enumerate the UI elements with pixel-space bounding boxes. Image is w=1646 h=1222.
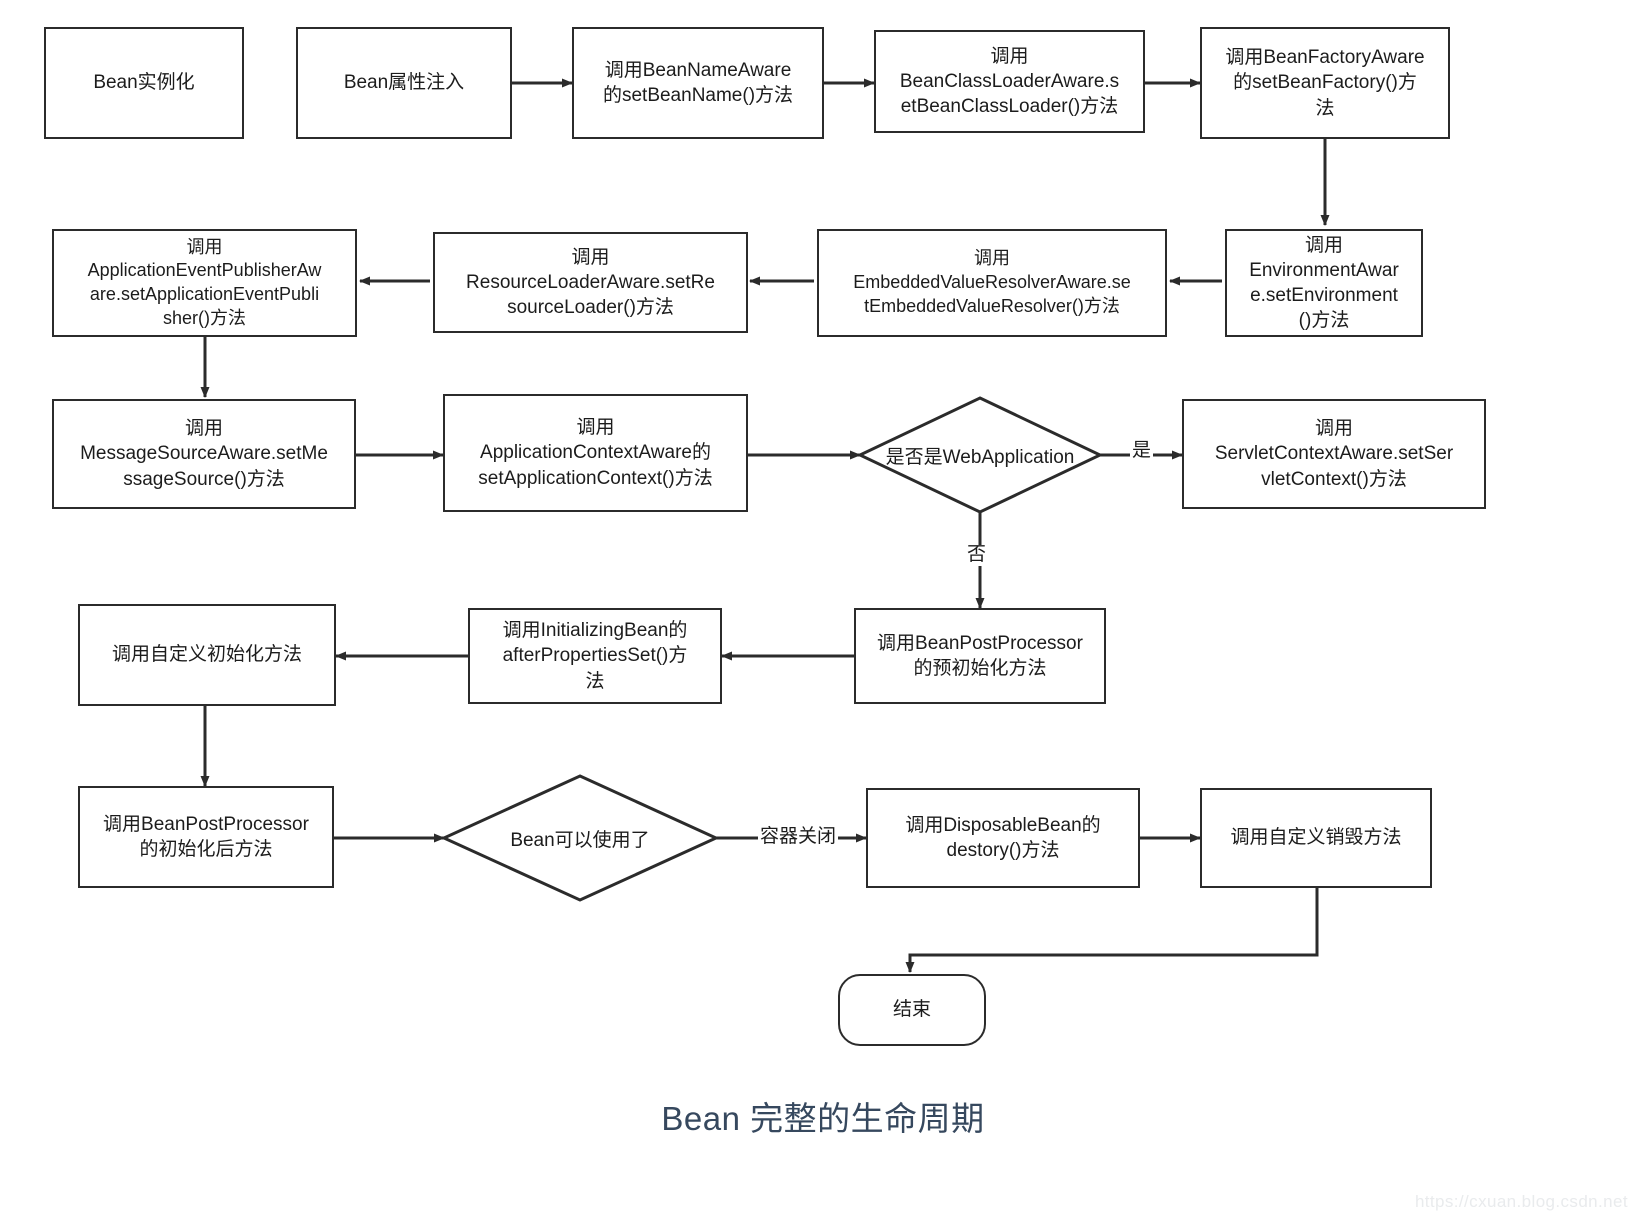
node-environment-aware[interactable]: 调用 EnvironmentAwar e.setEnvironment ()方法 (1225, 229, 1423, 337)
node-bean-classloader-aware[interactable]: 调用 BeanClassLoaderAware.s etBeanClassLoa… (874, 30, 1145, 133)
node-label: 调用 ServletContextAware.setSer vletContex… (1214, 418, 1454, 490)
node-message-source-aware[interactable]: 调用 MessageSourceAware.setMe ssageSource(… (52, 399, 356, 509)
node-app-event-publisher-aware[interactable]: 调用 ApplicationEventPublisherAw are.setAp… (52, 229, 357, 337)
node-bean-populate[interactable]: Bean属性注入 (296, 27, 512, 139)
node-label: Bean可以使用了 (510, 829, 650, 851)
node-bean-name-aware[interactable]: 调用BeanNameAware 的setBeanName()方法 (572, 27, 824, 139)
node-label: 是否是WebApplication (885, 446, 1075, 468)
edge-customdestroy-to-end (905, 888, 1319, 973)
node-bpp-before-init[interactable]: 调用BeanPostProcessor 的预初始化方法 (854, 608, 1106, 704)
node-label: 结束 (892, 999, 931, 1021)
node-label: 调用 BeanClassLoaderAware.s etBeanClassLoa… (899, 45, 1120, 118)
node-label: Bean属性注入 (343, 72, 465, 94)
node-bean-ready[interactable]: Bean可以使用了 (444, 776, 716, 900)
node-label: 调用BeanFactoryAware 的setBeanFactory()方 法 (1225, 47, 1425, 119)
node-disposable-bean[interactable]: 调用DisposableBean的 destory()方法 (866, 788, 1140, 888)
node-label: 调用InitializingBean的 afterPropertiesSet()… (502, 620, 688, 692)
node-label: 调用BeanPostProcessor 的初始化后方法 (103, 813, 309, 860)
node-label: Bean实例化 (93, 72, 195, 94)
node-label: 调用 ApplicationEventPublisherAw are.setAp… (87, 236, 322, 328)
edge-label-web-no: 否 (965, 544, 989, 566)
node-initializing-bean[interactable]: 调用InitializingBean的 afterPropertiesSet()… (468, 608, 722, 704)
node-custom-init[interactable]: 调用自定义初始化方法 (78, 604, 336, 706)
node-label: 调用自定义销毁方法 (1230, 827, 1402, 849)
node-label: 调用DisposableBean的 destory()方法 (905, 814, 1101, 861)
node-bean-instantiate[interactable]: Bean实例化 (44, 27, 244, 139)
node-label: 调用BeanPostProcessor 的预初始化方法 (877, 632, 1083, 679)
node-is-web-application[interactable]: 是否是WebApplication (860, 398, 1100, 512)
edge-label-web-yes: 是 (1130, 440, 1154, 462)
node-label: 调用 EmbeddedValueResolverAware.se tEmbedd… (853, 248, 1131, 316)
node-embedded-value-resolver-aware[interactable]: 调用 EmbeddedValueResolverAware.se tEmbedd… (817, 229, 1167, 337)
edge-label-container-close: 容器关闭 (758, 826, 839, 848)
node-label: 调用 ApplicationContextAware的 setApplicati… (478, 417, 713, 489)
diagram-title: Bean 完整的生命周期 (661, 1100, 985, 1137)
node-bean-factory-aware[interactable]: 调用BeanFactoryAware 的setBeanFactory()方 法 (1200, 27, 1450, 139)
node-label: 调用自定义初始化方法 (111, 644, 302, 666)
node-label: 调用 EnvironmentAwar e.setEnvironment ()方法 (1249, 234, 1399, 332)
node-resource-loader-aware[interactable]: 调用 ResourceLoaderAware.setRe sourceLoade… (433, 232, 748, 333)
node-custom-destroy[interactable]: 调用自定义销毁方法 (1200, 788, 1432, 888)
node-servlet-context-aware[interactable]: 调用 ServletContextAware.setSer vletContex… (1182, 399, 1486, 509)
node-app-context-aware[interactable]: 调用 ApplicationContextAware的 setApplicati… (443, 394, 748, 512)
watermark: https://cxuan.blog.csdn.net (1414, 1192, 1628, 1211)
node-label: 调用 ResourceLoaderAware.setRe sourceLoade… (466, 246, 715, 319)
node-end[interactable]: 结束 (838, 974, 986, 1046)
node-bpp-after-init[interactable]: 调用BeanPostProcessor 的初始化后方法 (78, 786, 334, 888)
node-label: 调用 MessageSourceAware.setMe ssageSource(… (80, 418, 328, 490)
node-label: 调用BeanNameAware 的setBeanName()方法 (602, 59, 794, 106)
